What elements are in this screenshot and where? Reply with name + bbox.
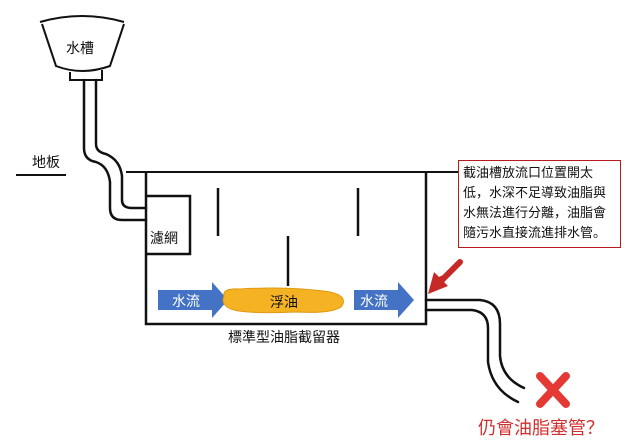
screen-label: 濾網 [150, 231, 178, 247]
flow-in-label: 水流 [172, 294, 200, 310]
sink-label: 水槽 [66, 41, 94, 57]
flow-arrow-in [158, 282, 228, 318]
inlet-pipe [82, 78, 148, 222]
trap-body [144, 172, 428, 326]
question-label: 仍會油脂塞管？ [478, 418, 604, 439]
screen-box [146, 194, 192, 256]
callout-box: 截油槽放流口位置開太低，水深不足導致油脂與水無法進行分離，油脂會隨污水直接流進排… [458, 160, 621, 248]
outlet-pipe [424, 298, 526, 404]
flow-arrow-out [354, 282, 414, 318]
floating-oil [222, 287, 344, 314]
baffles [216, 188, 360, 286]
red-arrow-icon [428, 259, 463, 294]
sink [39, 15, 125, 81]
floating-oil-label: 浮油 [270, 295, 298, 311]
flow-out-label: 水流 [360, 294, 388, 310]
trap-name-label: 標準型油脂截留器 [228, 330, 340, 346]
x-mark-icon [536, 372, 570, 408]
floor-label: 地板 [32, 155, 60, 171]
